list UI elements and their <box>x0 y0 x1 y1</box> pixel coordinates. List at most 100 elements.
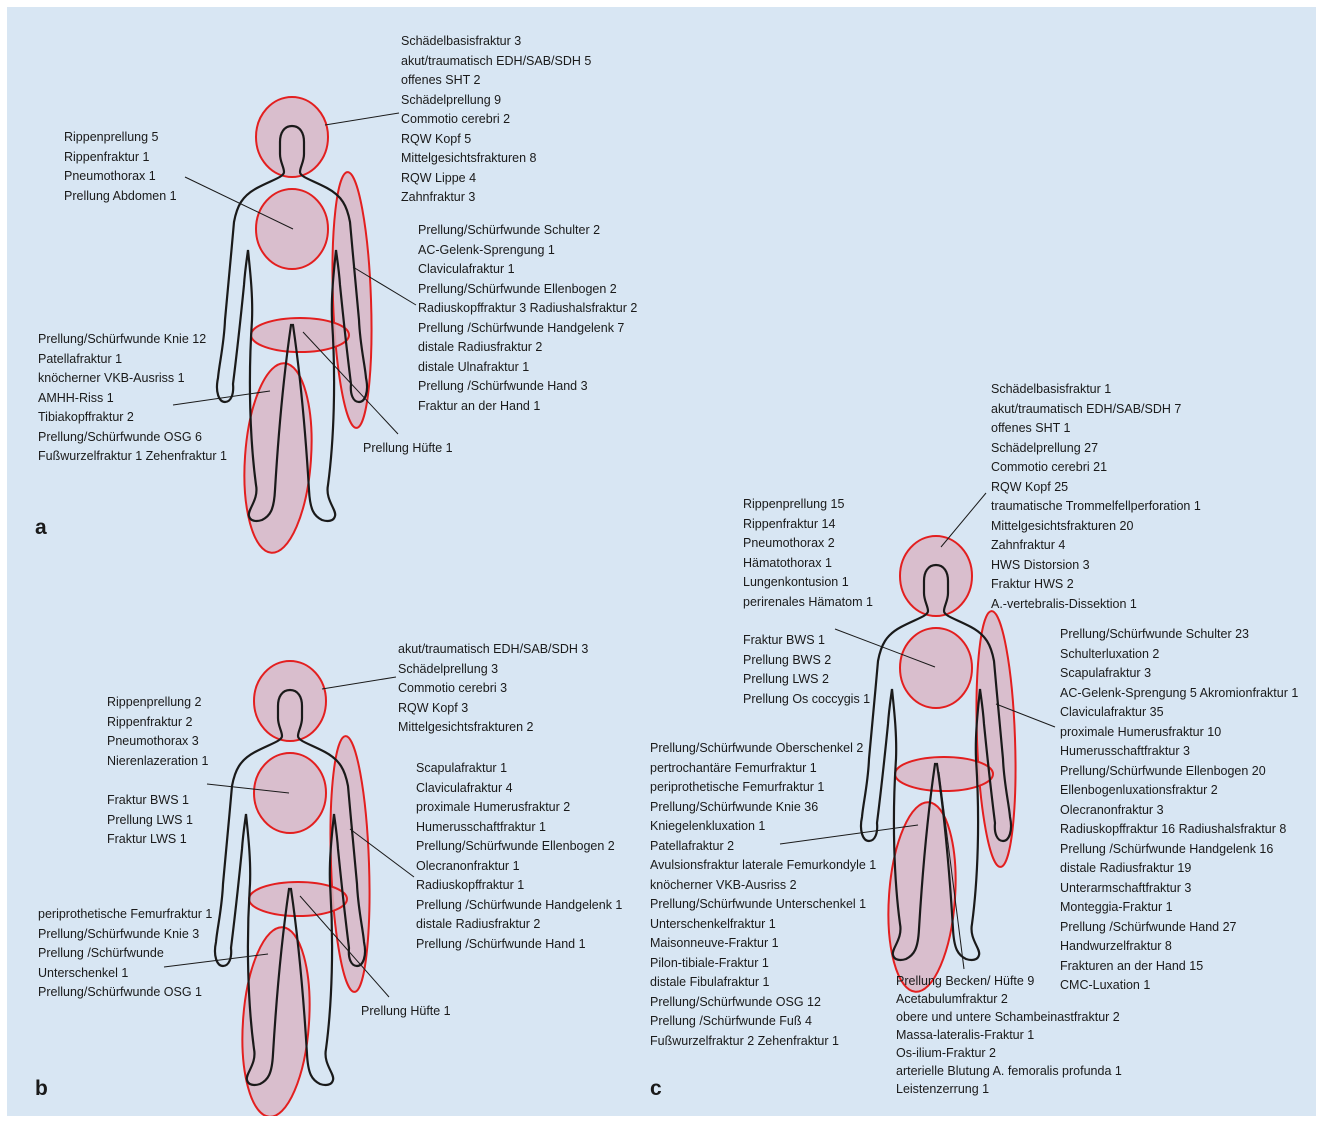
injury-entry: RQW Kopf 25 <box>991 478 1201 498</box>
injury-list-arm-c: Prellung/Schürfwunde Schulter 23Schulter… <box>1060 625 1298 996</box>
injury-entry: traumatische Trommelfellperforation 1 <box>991 497 1201 517</box>
injury-entry: Schädelprellung 9 <box>401 91 591 111</box>
injury-entry: Rippenfraktur 14 <box>743 515 873 535</box>
injury-entry: Prellung /Schürfwunde Handgelenk 16 <box>1060 840 1298 860</box>
injury-entry: distale Radiusfraktur 2 <box>416 915 622 935</box>
injury-entry: Hämatothorax 1 <box>743 554 873 574</box>
injury-entry: Zahnfraktur 3 <box>401 188 591 208</box>
injury-entry: RQW Kopf 5 <box>401 130 591 150</box>
injury-entry: Kniegelenkluxation 1 <box>650 817 876 837</box>
injury-entry: Schulterluxation 2 <box>1060 645 1298 665</box>
injury-entry: Lungenkontusion 1 <box>743 573 873 593</box>
injury-entry: Mittelgesichtsfrakturen 2 <box>398 718 588 738</box>
torso-region-b <box>254 753 326 833</box>
injury-entry: knöcherner VKB-Ausriss 1 <box>38 369 227 389</box>
injury-entry: Olecranonfraktur 3 <box>1060 801 1298 821</box>
injury-entry: Os-ilium-Fraktur 2 <box>896 1044 1122 1062</box>
injury-entry: AC-Gelenk-Sprengung 1 <box>418 241 637 261</box>
injury-entry: periprothetische Femurfraktur 1 <box>650 778 876 798</box>
injury-entry: RQW Lippe 4 <box>401 169 591 189</box>
injury-list-arm-a: Prellung/Schürfwunde Schulter 2AC-Gelenk… <box>418 221 637 416</box>
injury-entry: A.-vertebralis-Dissektion 1 <box>991 595 1201 615</box>
injury-entry: Unterarmschaftfraktur 3 <box>1060 879 1298 899</box>
injury-entry: Tibiakopffraktur 2 <box>38 408 227 428</box>
injury-entry: Prellung/Schürfwunde Knie 3 <box>38 925 212 945</box>
injury-entry: distale Fibulafraktur 1 <box>650 973 876 993</box>
injury-list-hip-a: Prellung Hüfte 1 <box>363 439 453 459</box>
injury-entry: Prellung/Schürfwunde Oberschenkel 2 <box>650 739 876 759</box>
injury-entry: Nierenlazeration 1 <box>107 752 208 772</box>
injury-list-torso-a: Rippenprellung 5Rippenfraktur 1Pneumotho… <box>64 128 177 206</box>
injury-entry: Prellung/Schürfwunde OSG 12 <box>650 993 876 1013</box>
injury-entry: offenes SHT 2 <box>401 71 591 91</box>
injury-entry: Radiuskopffraktur 1 <box>416 876 622 896</box>
injury-entry: Pneumothorax 1 <box>64 167 177 187</box>
arm-region-b <box>327 735 374 992</box>
injury-entry: Humerusschaftfraktur 1 <box>416 818 622 838</box>
injury-entry: distale Ulnafraktur 1 <box>418 358 637 378</box>
injury-entry: Claviculafraktur 1 <box>418 260 637 280</box>
injury-entry: Avulsionsfraktur laterale Femurkondyle 1 <box>650 856 876 876</box>
leader-head-c <box>941 493 986 547</box>
injury-entry: Prellung LWS 2 <box>743 670 870 690</box>
injury-entry: Zahnfraktur 4 <box>991 536 1201 556</box>
head-region-a <box>256 97 328 177</box>
injury-entry: Prellung Hüfte 1 <box>361 1002 451 1022</box>
injury-entry: Radiuskopffraktur 16 Radiushalsfraktur 8 <box>1060 820 1298 840</box>
injury-entry: Fraktur BWS 1 <box>107 791 193 811</box>
injury-entry: offenes SHT 1 <box>991 419 1201 439</box>
injury-entry: Prellung /Schürfwunde Fuß 4 <box>650 1012 876 1032</box>
injury-entry: Prellung/Schürfwunde Ellenbogen 2 <box>416 837 622 857</box>
injury-list-leg-b: periprothetische Femurfraktur 1Prellung/… <box>38 905 212 1003</box>
injury-entry: Olecranonfraktur 1 <box>416 857 622 877</box>
injury-entry: akut/traumatisch EDH/SAB/SDH 3 <box>398 640 588 660</box>
injury-entry: Fraktur HWS 2 <box>991 575 1201 595</box>
injury-entry: Monteggia-Fraktur 1 <box>1060 898 1298 918</box>
injury-entry: pertrochantäre Femurfraktur 1 <box>650 759 876 779</box>
arm-region-c <box>973 610 1020 867</box>
injury-entry: periprothetische Femurfraktur 1 <box>38 905 212 925</box>
injury-entry: distale Radiusfraktur 2 <box>418 338 637 358</box>
injury-entry: akut/traumatisch EDH/SAB/SDH 5 <box>401 52 591 72</box>
injury-entry: Prellung Hüfte 1 <box>363 439 453 459</box>
injury-entry: Claviculafraktur 4 <box>416 779 622 799</box>
injury-entry: Mittelgesichtsfrakturen 8 <box>401 149 591 169</box>
injury-entry: Unterschenkelfraktur 1 <box>650 915 876 935</box>
injury-entry: Radiuskopffraktur 3 Radiushalsfraktur 2 <box>418 299 637 319</box>
injury-entry: Schädelbasisfraktur 3 <box>401 32 591 52</box>
injury-entry: Prellung Os coccygis 1 <box>743 690 870 710</box>
injury-entry: RQW Kopf 3 <box>398 699 588 719</box>
injury-entry: Scapulafraktur 1 <box>416 759 622 779</box>
injury-entry: akut/traumatisch EDH/SAB/SDH 7 <box>991 400 1201 420</box>
injury-entry: proximale Humerusfraktur 10 <box>1060 723 1298 743</box>
injury-entry: Prellung/Schürfwunde Ellenbogen 2 <box>418 280 637 300</box>
injury-entry: Commotio cerebri 3 <box>398 679 588 699</box>
injury-entry: knöcherner VKB-Ausriss 2 <box>650 876 876 896</box>
injury-entry: Prellung BWS 2 <box>743 651 870 671</box>
injury-entry: Patellafraktur 1 <box>38 350 227 370</box>
injury-entry: Fraktur an der Hand 1 <box>418 397 637 417</box>
injury-entry: Leistenzerrung 1 <box>896 1080 1122 1098</box>
injury-entry: Prellung Becken/ Hüfte 9 <box>896 972 1122 990</box>
injury-entry: Fraktur BWS 1 <box>743 631 870 651</box>
leader-head-a <box>325 113 399 125</box>
injury-entry: Unterschenkel 1 <box>38 964 212 984</box>
injury-entry: Prellung /Schürfwunde <box>38 944 212 964</box>
injury-entry: Massa-lateralis-Fraktur 1 <box>896 1026 1122 1044</box>
injury-entry: Prellung/Schürfwunde OSG 1 <box>38 983 212 1003</box>
injury-entry: arterielle Blutung A. femoralis profunda… <box>896 1062 1122 1080</box>
head-region-b <box>254 661 326 741</box>
injury-entry: Maisonneuve-Fraktur 1 <box>650 934 876 954</box>
figure-a <box>238 97 375 555</box>
injury-entry: Rippenprellung 15 <box>743 495 873 515</box>
injury-entry: Patellafraktur 2 <box>650 837 876 857</box>
injury-entry: obere und untere Schambeinastfraktur 2 <box>896 1008 1122 1026</box>
injury-entry: Commotio cerebri 2 <box>401 110 591 130</box>
